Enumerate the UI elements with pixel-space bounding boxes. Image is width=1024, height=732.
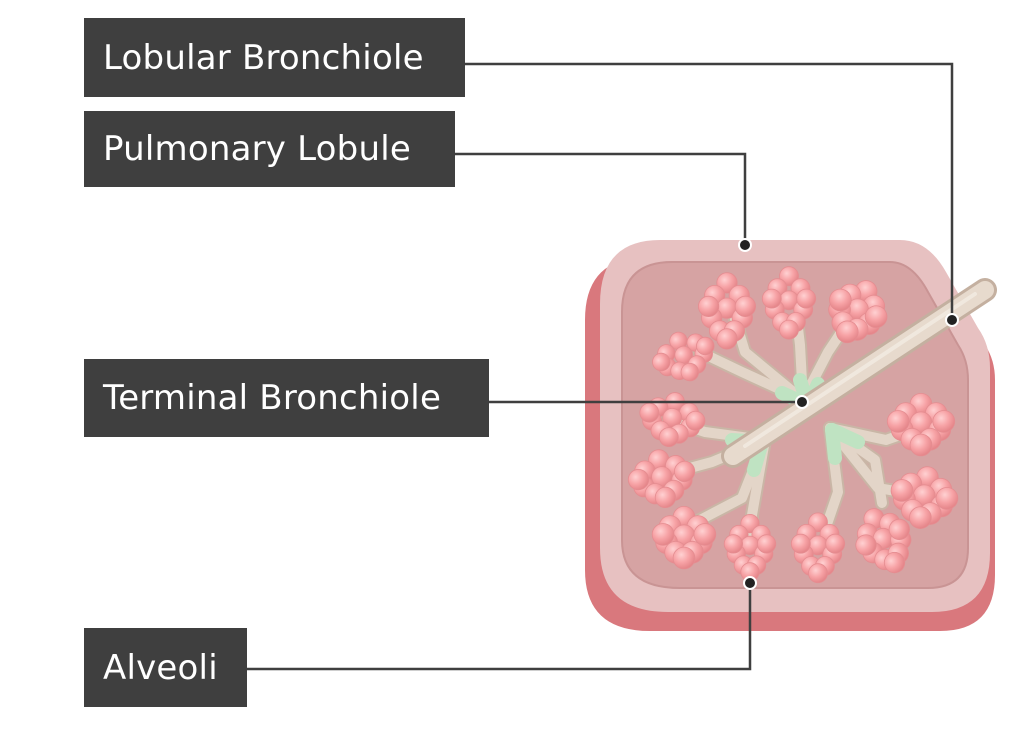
leader-point-pulmonary-lobule [738, 238, 752, 252]
leader-line-pulmonary-lobule [455, 152, 747, 245]
label-alveoli-text: Alveoli [103, 647, 218, 688]
alveolar-sac-3 [828, 280, 888, 344]
alveolus [909, 506, 932, 529]
alveolus [662, 408, 683, 428]
leader-line-alveoli [247, 583, 752, 671]
alveolus [658, 427, 679, 448]
alveolus [757, 534, 777, 554]
leader-point-lobular-bronchiole [945, 313, 959, 327]
alveolus [639, 402, 660, 423]
alveolar-sac-10 [855, 508, 912, 574]
alveolus [654, 486, 677, 509]
alveolus [674, 460, 696, 483]
alveolus [886, 410, 910, 433]
alveolar-sac-4 [652, 331, 715, 382]
leader-lines [247, 62, 954, 671]
alveolus [935, 487, 959, 510]
lobular-bronchiole [721, 278, 997, 468]
label-terminal-bronchiole: Terminal Bronchiole [84, 359, 489, 437]
alveolus [779, 319, 799, 340]
alveolus [652, 352, 671, 372]
alveolus [651, 466, 673, 488]
alveolar-sac-6 [627, 449, 696, 509]
lobule-inner-edge [621, 261, 969, 589]
alveolus [855, 534, 877, 556]
alveolus [888, 518, 910, 541]
leader-point-terminal-bronchiole [795, 395, 809, 409]
alveolar-sac-12 [890, 466, 959, 529]
alveolus [883, 551, 906, 574]
alveolus [796, 288, 817, 309]
leader-points [738, 238, 959, 590]
alveolus [698, 295, 720, 318]
alveolus [680, 362, 700, 382]
alveolus [761, 288, 782, 309]
alveolus [674, 345, 693, 365]
alveolus [672, 546, 696, 570]
alveolus [932, 410, 956, 433]
alveolus [779, 266, 799, 287]
alveolar-sac-11 [886, 392, 956, 457]
leader-point-alveoli [743, 576, 757, 590]
alveolus [696, 336, 715, 356]
alveolus [835, 320, 859, 344]
alveolus [651, 523, 675, 546]
leader-line-lobular-bronchiole [465, 62, 954, 320]
alveolus [864, 305, 888, 328]
alveolus [829, 288, 852, 312]
label-pulmonary-lobule-text: Pulmonary Lobule [103, 129, 411, 169]
label-lobular-bronchiole: Lobular Bronchiole [84, 18, 465, 97]
alveolar-sac-7 [651, 505, 717, 570]
alveolus [734, 295, 756, 318]
alveolus [909, 433, 933, 457]
alveolus [825, 533, 846, 554]
alveolus [685, 410, 706, 431]
alveolar-sac-1 [698, 272, 756, 350]
label-terminal-bronchiole-text: Terminal Bronchiole [103, 378, 442, 418]
alveolus [808, 563, 828, 584]
alveolus [723, 534, 744, 554]
alveolus [627, 469, 650, 491]
label-lobular-bronchiole-text: Lobular Bronchiole [103, 37, 424, 78]
alveolus [716, 328, 738, 350]
alveolar-sac-8 [723, 514, 777, 582]
label-alveoli: Alveoli [84, 628, 247, 707]
alveoli [627, 266, 959, 584]
alveolus [693, 523, 717, 546]
alveolus [890, 479, 914, 502]
alveolus [790, 533, 811, 554]
alveolar-sac-2 [761, 266, 817, 340]
alveolar-sac-9 [790, 512, 846, 584]
label-pulmonary-lobule: Pulmonary Lobule [84, 111, 455, 187]
